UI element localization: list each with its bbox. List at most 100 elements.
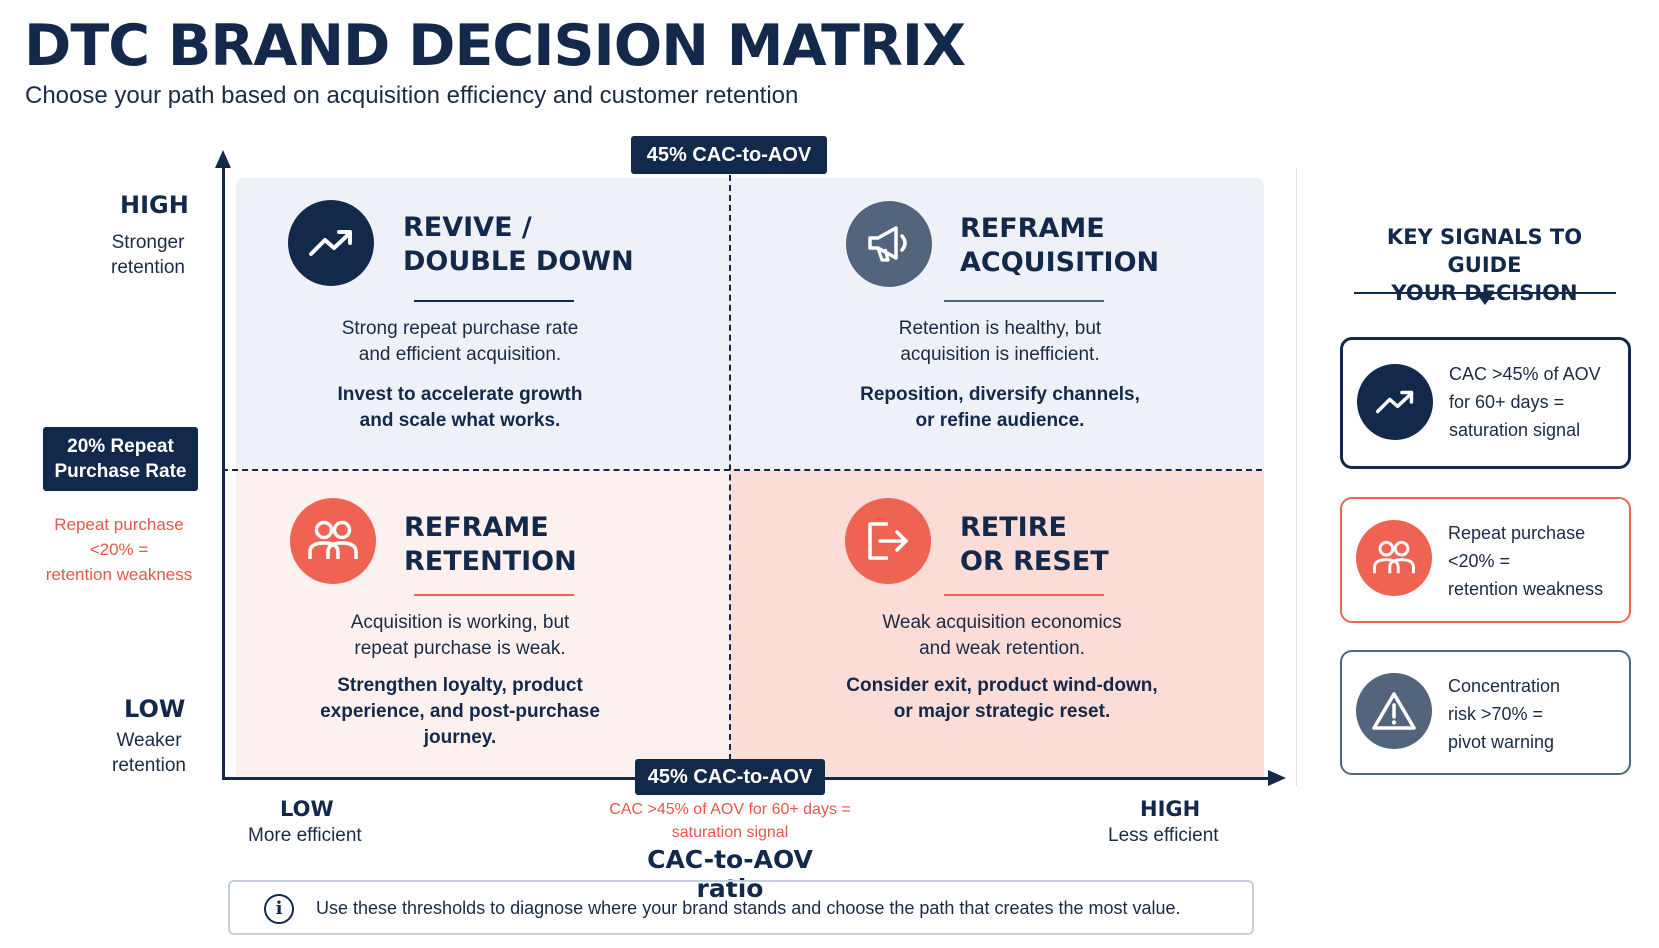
quadrant-top-right — [730, 178, 1264, 470]
quadrant-top-left-body: Strong repeat purchase rate and efficien… — [300, 316, 620, 368]
threshold-tag-left-line2: Purchase Rate — [54, 461, 187, 482]
y-axis-high-sub2: retention — [111, 257, 185, 278]
y-axis-high-sublabel: Stronger retention — [100, 230, 196, 280]
quadrant-top-left-body-line2: and efficient acquisition. — [358, 344, 562, 365]
quadrant-top-right-title: REFRAME ACQUISITION — [960, 212, 1159, 280]
signal-1-line1: CAC >45% of AOV — [1449, 364, 1601, 384]
x-axis-arrow — [1268, 770, 1286, 786]
repeat-threshold-line — [222, 469, 1262, 471]
threshold-tag-left-line1: 20% Repeat — [67, 436, 174, 457]
quadrant-bottom-left-action: Strengthen loyalty, product experience, … — [298, 673, 622, 751]
quadrant-top-left-action-line1: Invest to accelerate growth — [337, 384, 583, 405]
saturation-note-line2: saturation signal — [671, 824, 789, 841]
saturation-signal-note: CAC >45% of AOV for 60+ days = saturatio… — [600, 798, 860, 844]
quadrant-bottom-right-body-line1: Weak acquisition economics — [882, 612, 1122, 633]
footer-text: Use these thresholds to diagnose where y… — [316, 898, 1181, 918]
quadrant-top-right-title-line2: ACQUISITION — [960, 247, 1160, 278]
page-title: DTC BRAND DECISION MATRIX — [24, 13, 966, 79]
signal-card-retention: Repeat purchase <20% = retention weaknes… — [1340, 497, 1631, 623]
quadrant-bottom-right-title-line1: RETIRE — [960, 512, 1067, 543]
signals-title-rule — [1354, 292, 1616, 294]
retention-note-line3: retention weakness — [45, 565, 193, 584]
panel-divider — [1296, 168, 1297, 786]
threshold-tag-top: 45% CAC-to-AOV — [631, 136, 827, 174]
signal-2-line1: Repeat purchase — [1448, 523, 1586, 543]
quadrant-bottom-right-title: RETIRE OR RESET — [960, 511, 1109, 579]
trending-up-icon — [1357, 364, 1433, 440]
quadrant-bottom-left-action-line2: experience, and post-purchase — [320, 701, 600, 722]
quadrant-bottom-right-body: Weak acquisition economics and weak rete… — [835, 610, 1169, 662]
quadrant-bottom-right-rule — [944, 594, 1104, 596]
signal-card-retention-text: Repeat purchase <20% = retention weaknes… — [1448, 519, 1603, 603]
signal-card-saturation: CAC >45% of AOV for 60+ days = saturatio… — [1340, 337, 1631, 469]
x-axis-high-sublabel: Less efficient — [1108, 825, 1219, 846]
saturation-note-line1: CAC >45% of AOV for 60+ days = — [609, 801, 851, 818]
y-axis-arrow — [215, 150, 231, 168]
quadrant-top-left-rule — [414, 300, 574, 302]
warning-icon — [1356, 673, 1432, 749]
quadrant-top-left-title: REVIVE / DOUBLE DOWN — [403, 211, 634, 279]
x-axis-high-label: HIGH — [1140, 797, 1201, 821]
quadrant-top-right-action-line1: Reposition, diversify channels, — [860, 384, 1140, 405]
signal-3-line3: pivot warning — [1448, 732, 1555, 752]
megaphone-icon — [846, 201, 932, 287]
x-axis-title: CAC-to-AOV ratio — [647, 845, 813, 903]
y-axis-high-label: HIGH — [120, 191, 189, 219]
quadrant-top-left-title-line1: REVIVE / — [403, 212, 532, 243]
quadrant-bottom-right-body-line2: and weak retention. — [919, 638, 1085, 659]
quadrant-top-right-body-line1: Retention is healthy, but — [898, 318, 1102, 339]
signal-1-line2: for 60+ days = — [1449, 392, 1565, 412]
footer-note: i Use these thresholds to diagnose where… — [228, 880, 1254, 935]
exit-icon — [845, 498, 931, 584]
quadrant-bottom-left-body-line1: Acquisition is working, but — [350, 612, 570, 633]
quadrant-bottom-left-rule — [414, 594, 574, 596]
quadrant-top-right-action-line2: or refine audience. — [915, 410, 1085, 431]
y-axis-low-label: LOW — [124, 695, 186, 723]
quadrant-bottom-left-action-line1: Strengthen loyalty, product — [337, 675, 583, 696]
signal-3-line1: Concentration — [1448, 676, 1561, 696]
quadrant-top-left-title-line2: DOUBLE DOWN — [403, 246, 634, 277]
threshold-tag-left: 20% Repeat Purchase Rate — [43, 427, 198, 491]
caret-down-icon — [1477, 294, 1493, 305]
y-axis-low-sub2: retention — [112, 755, 186, 776]
quadrant-bottom-left-action-line3: journey. — [423, 727, 497, 748]
quadrant-bottom-right — [730, 470, 1264, 778]
users-icon — [290, 498, 376, 584]
y-axis-high-sub1: Stronger — [111, 232, 185, 253]
signal-card-saturation-text: CAC >45% of AOV for 60+ days = saturatio… — [1449, 360, 1601, 444]
threshold-tag-bottom: 45% CAC-to-AOV — [635, 759, 825, 795]
quadrant-top-left-action-line2: and scale what works. — [359, 410, 561, 431]
quadrant-top-right-action: Reposition, diversify channels, or refin… — [835, 382, 1165, 434]
quadrant-top-right-rule — [944, 300, 1104, 302]
quadrant-bottom-left-body-line2: repeat purchase is weak. — [354, 638, 566, 659]
quadrant-top-left-body-line1: Strong repeat purchase rate — [341, 318, 579, 339]
quadrant-bottom-right-action: Consider exit, product wind-down, or maj… — [835, 673, 1169, 725]
signal-2-line3: retention weakness — [1448, 579, 1604, 599]
quadrant-bottom-left-title: REFRAME RETENTION — [404, 511, 577, 579]
quadrant-bottom-left-body: Acquisition is working, but repeat purch… — [298, 610, 622, 662]
x-axis-low-label: LOW — [280, 797, 334, 821]
quadrant-bottom-right-title-line2: OR RESET — [960, 546, 1109, 577]
retention-note-line2: <20% = — [89, 540, 149, 559]
quadrant-bottom-left-title-line1: REFRAME — [404, 512, 549, 543]
retention-weakness-note: Repeat purchase <20% = retention weaknes… — [38, 512, 200, 587]
quadrant-top-right-title-line1: REFRAME — [960, 213, 1105, 244]
signal-card-concentration-text: Concentration risk >70% = pivot warning — [1448, 672, 1560, 756]
page-subtitle: Choose your path based on acquisition ef… — [25, 82, 799, 109]
retention-note-line1: Repeat purchase — [54, 515, 184, 534]
quadrant-bottom-right-action-line2: or major strategic reset. — [893, 701, 1111, 722]
users-icon — [1356, 520, 1432, 596]
signal-1-line3: saturation signal — [1449, 420, 1581, 440]
quadrant-bottom-left-title-line2: RETENTION — [404, 546, 577, 577]
quadrant-bottom-right-action-line1: Consider exit, product wind-down, — [846, 675, 1158, 696]
info-icon: i — [264, 894, 294, 924]
y-axis-low-sublabel: Weaker retention — [100, 728, 198, 778]
signal-3-line2: risk >70% = — [1448, 704, 1544, 724]
quadrant-top-right-body-line2: acquisition is inefficient. — [900, 344, 1100, 365]
x-axis-low-sublabel: More efficient — [248, 825, 362, 846]
y-axis-low-sub1: Weaker — [116, 730, 182, 751]
y-axis — [222, 162, 225, 780]
signal-card-concentration: Concentration risk >70% = pivot warning — [1340, 650, 1631, 775]
trending-up-icon — [288, 200, 374, 286]
cac-threshold-line — [729, 165, 731, 760]
